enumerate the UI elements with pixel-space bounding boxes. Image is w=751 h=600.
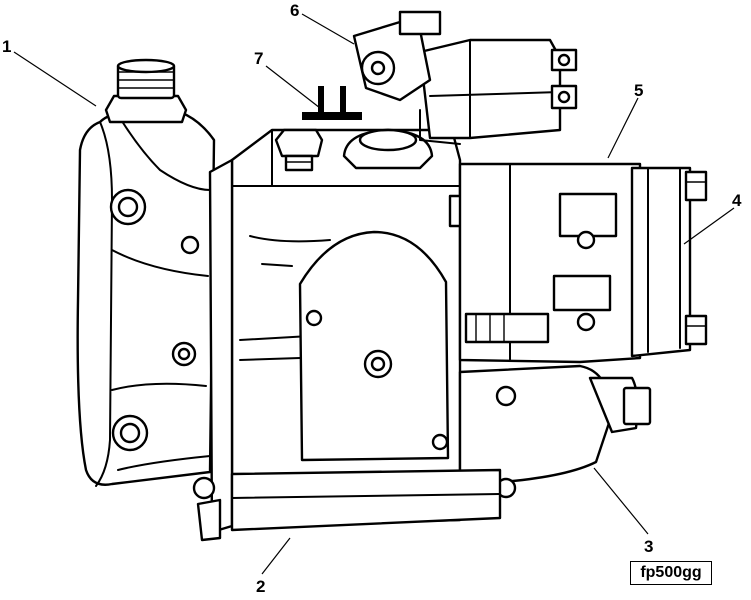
pump-base bbox=[192, 468, 502, 542]
callout-3: 3 bbox=[644, 537, 653, 556]
leader-2 bbox=[261, 537, 291, 575]
leader-6 bbox=[301, 13, 355, 45]
callout-7: 7 bbox=[254, 49, 263, 68]
callout-1: 1 bbox=[2, 37, 11, 56]
end-cover bbox=[630, 166, 708, 358]
callout-5: 5 bbox=[634, 81, 643, 100]
leader-3 bbox=[593, 467, 649, 535]
leader-lines bbox=[13, 13, 735, 575]
leader-4 bbox=[683, 207, 735, 245]
leader-1 bbox=[13, 51, 97, 107]
tachometer-housing bbox=[458, 162, 642, 364]
callout-labels: 1 2 3 4 5 6 7 bbox=[2, 1, 742, 596]
governor-assembly bbox=[352, 10, 578, 145]
gear-housing bbox=[76, 58, 216, 487]
callout-2: 2 bbox=[256, 577, 265, 596]
leader-5 bbox=[607, 97, 639, 159]
leader-7 bbox=[265, 65, 321, 109]
callout-4: 4 bbox=[732, 191, 742, 210]
callout-6: 6 bbox=[290, 1, 299, 20]
figure-id-label: fp500gg bbox=[630, 561, 712, 585]
top-fittings bbox=[274, 86, 434, 172]
shutoff-valve bbox=[458, 364, 652, 499]
